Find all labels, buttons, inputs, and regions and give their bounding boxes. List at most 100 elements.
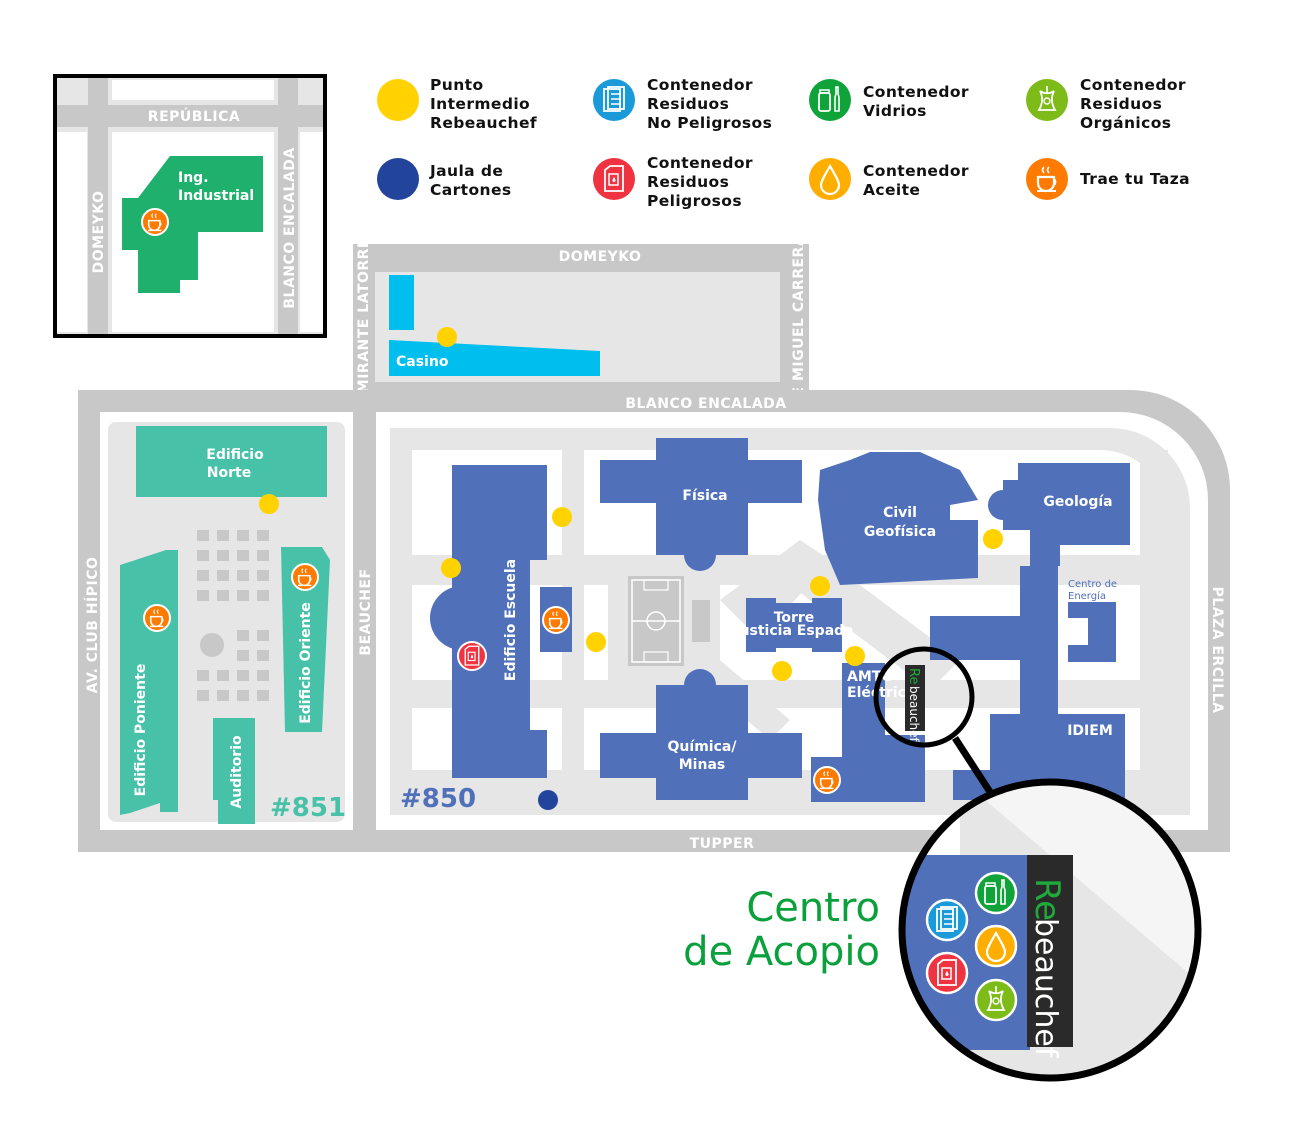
building-label: Eléctrica [847,685,915,701]
edificio-oriente [281,547,330,732]
legend-label: Jaula de [429,162,503,180]
street-label: DOMEYKO [559,249,642,265]
auditorio [213,718,255,824]
legend-label: Contenedor [863,162,969,180]
yellow-dot-icon [259,494,279,514]
courtyard-block [197,550,209,561]
courtyard-block [257,690,269,701]
courtyard-block [237,550,249,561]
courtyard-block [257,630,269,641]
courtyard-block [237,690,249,701]
legend-label: Contenedor [863,83,969,101]
legend-label: Contenedor [1080,76,1186,94]
street-label: BEAUCHEF [358,568,374,655]
rebeauchef-re: Re [1027,878,1067,921]
building-label: Geofísica [864,524,936,540]
edificio-norte [136,426,327,497]
yellow-dot-icon [437,327,457,347]
centro-acopio-title: Centro [746,885,880,931]
legend-label: Aceite [863,181,920,199]
yellow-dot-icon [377,79,419,121]
courtyard-block [217,570,229,581]
yellow-dot-icon [845,646,865,666]
street-label: PLAZA ERCILLA [1209,587,1225,714]
yellow-dot-icon [810,576,830,596]
blue-dot-icon [377,158,419,200]
legend-label: Rebeauchef [430,114,537,132]
courtyard-block [257,570,269,581]
courtyard-block [237,650,249,661]
legend-item-no-peligrosos: Contenedor Residuos No Peligrosos [593,76,772,132]
legend-item-aceite: Contenedor Aceite [809,158,969,200]
courtyard-block [237,530,249,541]
building-label: Energía [1068,590,1106,602]
magnifier: Re beauchef [873,646,1202,1082]
building-label: Justicia Espada [733,623,853,639]
legend-item-peligrosos: Contenedor Residuos Peligrosos [593,154,753,210]
courtyard-block [257,670,269,681]
inset-map: REPÚBLICA DOMEYKO BLANCO ENCALADA Ing. I… [53,74,327,338]
building-label: Edificio Escuela [503,559,519,681]
legend-label: Contenedor [647,76,753,94]
building-label: Casino [396,354,449,370]
street-label: JOSÉ MIGUEL CARRERA [790,235,807,426]
courtyard-block [257,590,269,601]
geologia [1003,463,1130,566]
building-label: Edificio [206,447,264,463]
building-label: Geología [1043,494,1112,510]
fisica [600,438,802,555]
building-label: Industrial [178,188,254,204]
punto-intermedio-markers [259,327,1003,681]
civil-geofisica [818,452,978,585]
campus-number: #851 [270,793,346,823]
yellow-dot-icon [983,529,1003,549]
legend-label: Residuos [1080,95,1162,113]
rebeauchef-rest: beauchef [907,686,921,743]
football-field [628,576,710,666]
street-label: REPÚBLICA [148,107,240,125]
centro-acopio-title: de Acopio [683,929,880,975]
courtyard-block [197,670,209,681]
campus-851: Edificio Norte Edificio Poniente Edifici… [120,426,346,824]
building-label: Edificio Oriente [298,602,314,724]
casino-building [389,340,600,376]
street-label: DOMEYKO [91,191,107,274]
street-label: ALMIRANTE LATORRE [356,238,372,414]
building-label: Física [682,488,727,504]
campus-number: #850 [400,784,476,814]
casino-block: Casino DOMEYKO ALMIRANTE LATORRE JOSÉ MI… [353,235,809,426]
legend-item-trae-tu-taza: Trae tu Taza [1026,158,1190,200]
legend-label: Intermedio [430,95,530,113]
courtyard-block [237,630,249,641]
yellow-dot-icon [586,632,606,652]
legend-item-vidrios: Contenedor Vidrios [809,79,969,121]
courtyard-block [237,590,249,601]
building-label: Química/ [668,739,738,755]
street-label: BLANCO ENCALADA [625,396,786,412]
building-label: Auditorio [229,735,245,809]
edificio-escuela [452,465,547,778]
legend-label: Vidrios [863,102,927,120]
centro-energia [1068,602,1116,662]
building-label: Edificio Poniente [133,664,149,797]
courtyard-block [197,590,209,601]
idiem [990,714,1125,770]
courtyard-block [217,690,229,701]
courtyard-block [217,670,229,681]
ing-industrial-building [122,156,263,293]
building-label: IDIEM [1067,723,1113,739]
legend-label: Contenedor [647,154,753,172]
building-label: Torre [774,610,815,626]
quimica-minas [600,685,802,800]
legend-label: No Peligrosos [647,114,772,132]
courtyard-block [237,670,249,681]
courtyard-block [257,550,269,561]
rebeauchef-rest: beauchef [1028,918,1063,1059]
building-label: Civil [883,505,917,521]
building-label: Minas [679,757,725,773]
courtyard-block [217,590,229,601]
building-label: Centro de [1068,579,1117,590]
legend-label: Cartones [430,181,512,199]
legend-label: Peligrosos [647,192,742,210]
